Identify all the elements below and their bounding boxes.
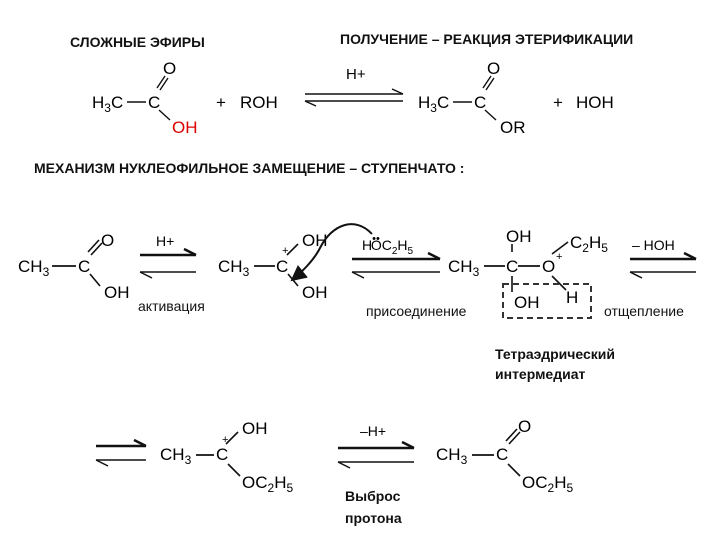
protonated-ester: CH3 C + OH OC2H5 (160, 419, 293, 495)
svg-text:OC2H5: OC2H5 (242, 473, 293, 495)
catalyst-label: H+ (346, 66, 366, 83)
svg-text:+: + (216, 93, 226, 112)
step1-reagent: H+ (156, 233, 174, 249)
svg-text:CH3: CH3 (448, 257, 480, 279)
leaving-water-box (502, 283, 592, 319)
step2-reagent: H••OC2H5 (362, 233, 414, 257)
equilibrium-arrow-3 (629, 251, 697, 279)
svg-text:C: C (496, 445, 508, 464)
svg-text:O: O (163, 59, 176, 78)
label-elimination: отщепление (604, 303, 684, 319)
equilibrium-arrow-4 (95, 438, 147, 467)
label-tetrahedral-2: интермедиат (495, 366, 586, 382)
svg-text:+: + (553, 93, 563, 112)
svg-text:OC2H5: OC2H5 (522, 473, 573, 495)
equilibrium-arrow-top (304, 88, 404, 107)
equilibrium-arrow-2 (351, 251, 441, 279)
tetrahedral-intermediate: CH3 C OH O + C2H5 OH H (448, 227, 608, 319)
equilibrium-arrow-5 (337, 440, 415, 469)
label-proton-1: Выброс (345, 488, 401, 504)
svg-text:C: C (78, 257, 90, 276)
svg-text:C: C (148, 93, 160, 112)
header-esters: СЛОЖНЫЕ ЭФИРЫ (70, 34, 205, 50)
svg-text:C: C (474, 93, 486, 112)
step3-reagent: – HOH (632, 237, 675, 253)
svg-text:+: + (222, 434, 228, 446)
final-ester: CH3 C O OC2H5 (436, 417, 573, 495)
svg-text:H: H (566, 288, 578, 307)
svg-text:OH: OH (242, 419, 268, 438)
ester-or-group: OR (500, 118, 526, 137)
label-tetrahedral-1: Тетраэдрический (495, 346, 615, 362)
svg-text:O: O (542, 257, 555, 276)
svg-text:O: O (518, 417, 531, 436)
label-addition: присоединение (366, 303, 467, 319)
svg-text:C2H5: C2H5 (570, 233, 608, 255)
svg-text:O: O (101, 231, 114, 250)
svg-text:+: + (556, 251, 562, 263)
header-esterification: ПОЛУЧЕНИЕ – РЕАКЦИЯ ЭТЕРИФИКАЦИИ (340, 31, 634, 47)
svg-text:CH3: CH3 (436, 445, 468, 467)
svg-text:OH: OH (506, 227, 532, 246)
label-activation: активация (138, 298, 205, 314)
byproduct-hoh: HOH (576, 93, 614, 112)
header-mechanism: МЕХАНИЗМ НУКЛЕОФИЛЬНОЕ ЗАМЕЩЕНИЕ – СТУПЕ… (34, 160, 465, 176)
step4-reagent: –H+ (360, 423, 386, 439)
svg-text:CH3: CH3 (218, 257, 250, 279)
reagent-roh: ROH (240, 93, 278, 112)
ester-product: H3C C O OR (418, 59, 526, 137)
protonated-acid: CH3 C + OH OH (218, 231, 328, 302)
svg-text:H3C: H3C (418, 93, 449, 115)
svg-text:C: C (216, 445, 228, 464)
svg-text:+: + (282, 245, 288, 257)
svg-text:OH: OH (302, 283, 328, 302)
mech-acetic-acid: CH3 C O OH (18, 231, 130, 302)
label-proton-2: протона (345, 510, 402, 526)
svg-text:C: C (506, 257, 518, 276)
acetic-acid: H3C C O OH (92, 59, 198, 137)
svg-text:C: C (276, 257, 288, 276)
svg-text:H3C: H3C (92, 93, 123, 115)
equilibrium-arrow-1 (139, 247, 197, 279)
svg-text:OH: OH (514, 293, 540, 312)
nucleophile-attack-arrow (290, 223, 373, 282)
svg-text:O: O (487, 59, 500, 78)
acid-oh-group: OH (172, 118, 198, 137)
svg-text:CH3: CH3 (160, 445, 192, 467)
svg-text:CH3: CH3 (18, 257, 50, 279)
svg-text:OH: OH (104, 283, 130, 302)
